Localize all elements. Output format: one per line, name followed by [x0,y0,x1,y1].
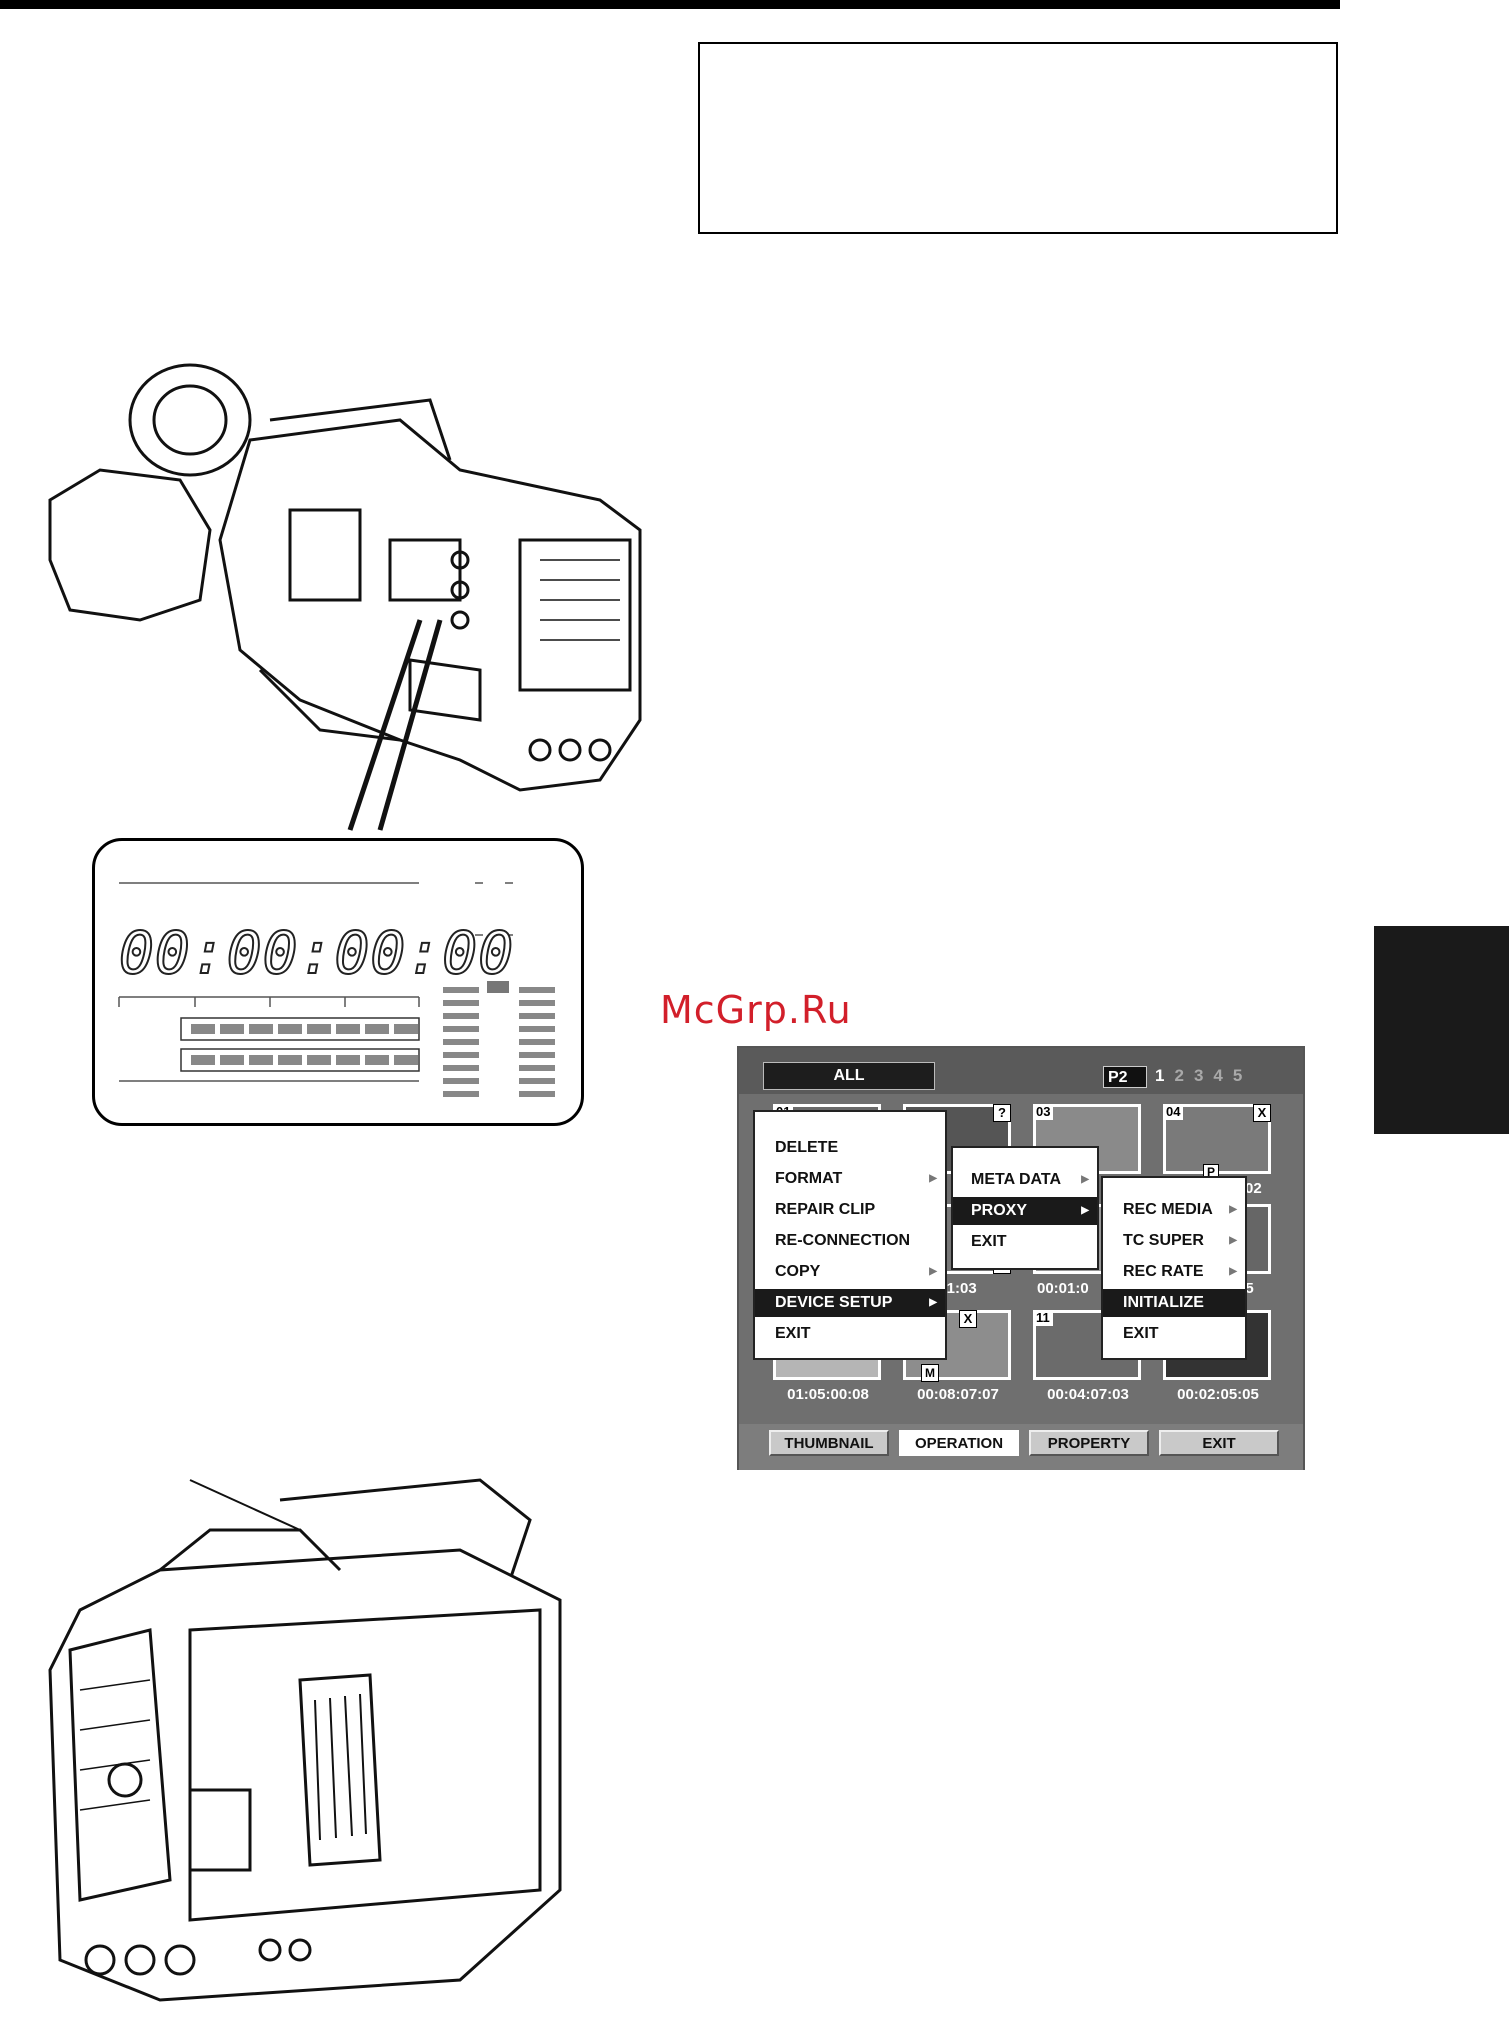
menu-label: FORMAT [775,1170,843,1187]
slot-numbers: 1 2 3 4 5 [1155,1066,1242,1086]
slot-2[interactable]: 2 [1174,1066,1184,1085]
slot-1[interactable]: 1 [1155,1066,1165,1085]
clip-mark: ? [993,1104,1011,1122]
menu-label: DELETE [775,1139,839,1156]
chapter-side-tab [1374,926,1509,1134]
menu-item-format[interactable]: FORMAT ▶ [755,1165,945,1193]
vu-peak-marker [487,981,509,993]
thumbnail-screen: ALL P2 1 2 3 4 5 01 ? 03 04 X P 02 W 3:0… [737,1046,1305,1470]
all-button[interactable]: ALL [763,1062,935,1090]
tab-property[interactable]: PROPERTY [1029,1430,1149,1456]
submenu-arrow-icon: ▶ [929,1173,937,1184]
menu-item-delete[interactable]: DELETE [755,1134,945,1162]
submenu-arrow-icon: ▶ [1081,1174,1089,1185]
submenu-item-meta-data[interactable]: META DATA ▶ [953,1166,1097,1194]
proxy-item-exit[interactable]: EXIT [1103,1320,1245,1348]
lcd-timecode: 00:00:00:00 [118,918,515,988]
tab-thumbnail[interactable]: THUMBNAIL [769,1430,889,1456]
menu-item-device-setup[interactable]: DEVICE SETUP ▶ [755,1289,945,1317]
level-meter-2 [191,1055,418,1065]
submenu-arrow-icon: ▶ [1229,1204,1237,1215]
submenu-item-exit[interactable]: EXIT [953,1228,1097,1256]
menu-item-copy[interactable]: COPY ▶ [755,1258,945,1286]
partial-label: 02 [1245,1180,1262,1197]
slot-3[interactable]: 3 [1193,1066,1204,1085]
menu-label: REC MEDIA [1123,1201,1213,1218]
top-rule [0,0,1340,9]
vu-meter-right [519,987,555,1097]
camera-illustration-side [40,1460,580,2020]
menu-item-exit[interactable]: EXIT [755,1320,945,1348]
menu-label: COPY [775,1263,821,1280]
proxy-item-rec-rate[interactable]: REC RATE ▶ [1103,1258,1245,1286]
vu-meter-left [443,987,479,1097]
slot-4[interactable]: 4 [1213,1066,1223,1085]
submenu-arrow-icon: ▶ [929,1266,937,1277]
menu-label: PROXY [971,1202,1028,1219]
clip-number: 03 [1033,1104,1054,1120]
proxy-item-rec-media[interactable]: REC MEDIA ▶ [1103,1196,1245,1224]
menu-label: EXIT [1123,1325,1159,1342]
clip-timecode: 01:05:00:08 [787,1386,869,1403]
clip-mark: X [1253,1104,1271,1122]
submenu-arrow-icon: ▶ [929,1297,937,1308]
clip-number: 04 [1163,1104,1184,1120]
submenu-arrow-icon: ▶ [1229,1266,1237,1277]
clip-timecode: 00:04:07:03 [1047,1386,1129,1403]
menu-label: META DATA [971,1171,1062,1188]
menu-item-re-connection[interactable]: RE-CONNECTION [755,1227,945,1255]
menu-label: TC SUPER [1123,1232,1204,1249]
menu-item-repair-clip[interactable]: REPAIR CLIP [755,1196,945,1224]
p2-card-indicator: P2 [1103,1066,1147,1088]
submenu-arrow-icon: ▶ [1081,1205,1089,1216]
marker-m: M [921,1364,939,1382]
menu-label: EXIT [971,1233,1007,1250]
menu-label: EXIT [775,1325,811,1342]
operation-menu: DELETE FORMAT ▶ REPAIR CLIP RE-CONNECTION… [753,1110,947,1360]
proxy-item-initialize[interactable]: INITIALIZE [1103,1289,1245,1317]
submenu-arrow-icon: ▶ [1229,1235,1237,1246]
proxy-item-tc-super[interactable]: TC SUPER ▶ [1103,1227,1245,1255]
lcd-display-panel: 00:00:00:00 [92,838,584,1126]
tab-operation[interactable]: OPERATION [899,1430,1019,1456]
tab-exit[interactable]: EXIT [1159,1430,1279,1456]
submenu-item-proxy[interactable]: PROXY ▶ [953,1197,1097,1225]
notice-box [698,42,1338,234]
menu-label: INITIALIZE [1123,1294,1204,1311]
screen-bottom-bar: THUMBNAIL OPERATION PROPERTY EXIT [739,1424,1303,1470]
clip-mark: X [959,1310,977,1328]
level-meter-1 [191,1024,418,1034]
p2-label: P2 [1108,1069,1128,1086]
clip-timecode: 00:08:07:07 [917,1386,999,1403]
clip-timecode: 00:01:0 [1037,1280,1089,1297]
device-setup-submenu: META DATA ▶ PROXY ▶ EXIT [951,1146,1099,1270]
menu-label: DEVICE SETUP [775,1294,893,1311]
menu-label: REPAIR CLIP [775,1201,876,1218]
menu-label: RE-CONNECTION [775,1232,911,1249]
watermark: McGrp.Ru [660,988,852,1032]
menu-label: REC RATE [1123,1263,1204,1280]
slot-5[interactable]: 5 [1232,1066,1243,1085]
clip-number: 11 [1033,1310,1053,1326]
camera-illustration-front [40,360,650,840]
proxy-submenu: REC MEDIA ▶ TC SUPER ▶ REC RATE ▶ INITIALIZ… [1101,1176,1247,1360]
clip-timecode: 00:02:05:05 [1177,1386,1259,1403]
